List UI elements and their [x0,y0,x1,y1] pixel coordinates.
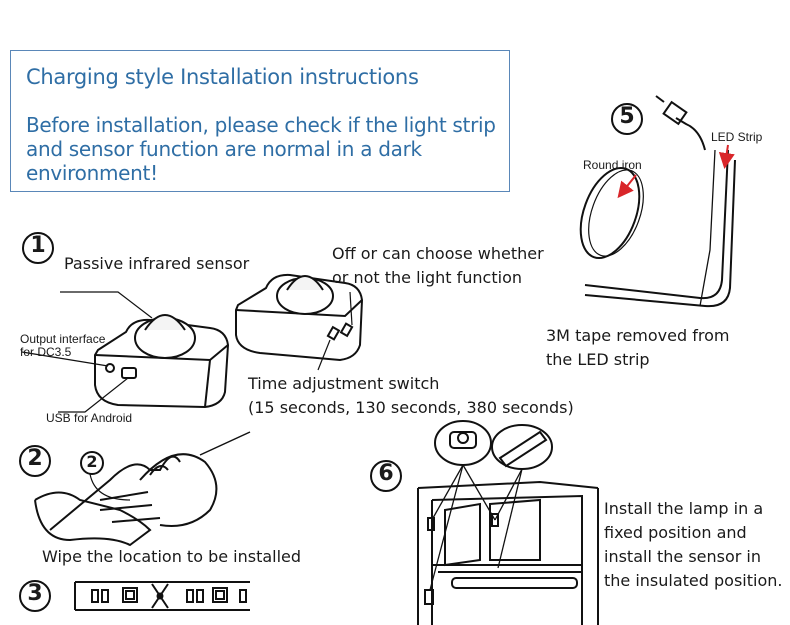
install-label-line4: the insulated position. [604,571,783,590]
step-5-number: 5 [619,104,635,129]
step-1-circle [22,232,54,264]
step-3-number: 3 [27,581,43,606]
instructions-box: Charging style Installation instructions… [10,50,510,192]
round-iron-label: Round iron [583,158,642,172]
page-title: Charging style Installation instructions [26,65,419,89]
step-2-number: 2 [27,446,43,471]
wiping-hand [34,431,251,547]
pre-install-note: Before installation, please check if the… [26,113,496,185]
wipe-location-label: Wipe the location to be installed [42,547,302,566]
led-strip-segment [74,581,250,611]
step-2-circle [19,445,51,477]
pir-sensor-back [235,273,364,362]
step-2b-number: 2 [86,452,98,471]
step-6-circle [370,460,402,492]
off-label-line2: or not the light function [332,268,522,287]
cabinet-diagram [417,420,599,625]
time-switch-label-line2: (15 seconds, 130 seconds, 380 seconds) [248,398,574,417]
install-label-line2: fixed position and [604,523,747,542]
output-interface-label-line1: Output interface [20,332,106,346]
install-label-line3: install the sensor in [604,547,762,566]
time-switch-label-line1: Time adjustment switch [248,374,440,393]
output-interface-label-line2: for DC3.5 [20,345,72,359]
step-3-circle [19,580,51,612]
install-label-line1: Install the lamp in a [604,499,764,518]
step-5-circle [611,103,643,135]
pir-sensor-label: Passive infrared sensor [64,254,250,273]
usb-android-label: USB for Android [46,411,133,425]
step-1-number: 1 [30,233,46,258]
tape-label-line2: the LED strip [546,350,650,369]
round-iron-and-strip [579,95,736,308]
step-6-number: 6 [378,461,394,486]
pir-sensor-front [94,314,230,409]
off-label-line1: Off or can choose whether [332,244,544,263]
tape-label-line1: 3M tape removed from [546,326,730,345]
led-strip-label: LED Strip [711,130,763,144]
step-2b-circle [80,451,104,475]
